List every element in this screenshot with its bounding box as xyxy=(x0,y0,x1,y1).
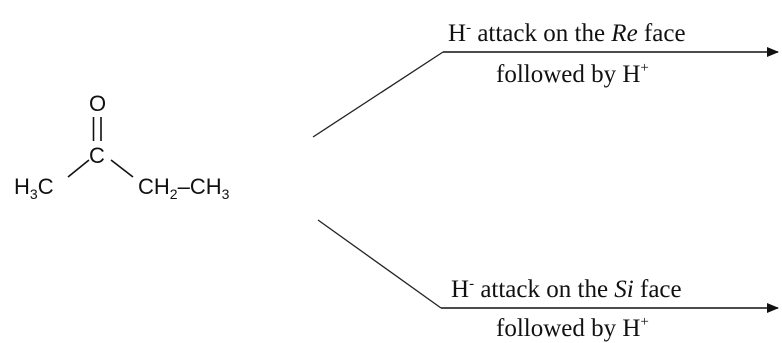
bond-right xyxy=(110,159,134,178)
oxygen-atom: O xyxy=(89,91,106,116)
upper-branch-line xyxy=(312,51,444,138)
methyl-group-left: H3C xyxy=(14,174,54,202)
si-face-condition-line-1: H- attack on the Si face xyxy=(451,276,682,303)
si-face-pathway: H- attack on the Si face followed by H+ xyxy=(317,219,779,342)
re-face-condition-line-1: H- attack on the Re face xyxy=(448,20,686,47)
re-face-condition-line-2: followed by H+ xyxy=(496,60,649,88)
bond-left xyxy=(67,159,90,178)
re-face-pathway: H- attack on the Re face followed by H+ xyxy=(312,20,779,138)
lower-branch-line xyxy=(317,219,442,309)
carbonyl-carbon: C xyxy=(89,143,105,168)
butanone-molecule: O C H3C CH2–CH3 xyxy=(14,91,230,202)
si-face-condition-line-2: followed by H+ xyxy=(496,314,649,342)
ethyl-group: CH2–CH3 xyxy=(138,174,230,202)
